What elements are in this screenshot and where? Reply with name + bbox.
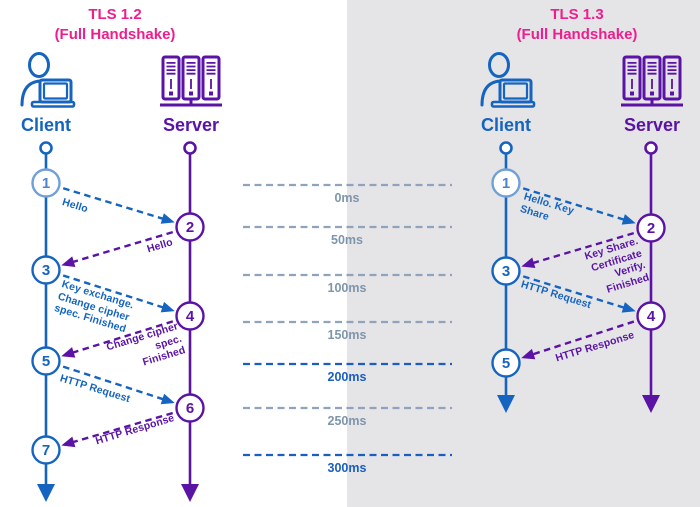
message-arrow-line bbox=[72, 411, 174, 444]
message-arrow-line bbox=[72, 231, 174, 264]
client-lifeline-arrowhead bbox=[497, 395, 515, 413]
step-node-number: 4 bbox=[647, 308, 656, 325]
message-arrowhead bbox=[61, 347, 76, 358]
message-arrowhead bbox=[521, 257, 536, 269]
step-node-number: 3 bbox=[42, 262, 50, 279]
tls12-client-label: Client bbox=[20, 115, 72, 135]
client-lifeline-start-dot bbox=[499, 141, 513, 155]
step-node-circle bbox=[636, 301, 666, 331]
step-node-circle bbox=[175, 212, 205, 242]
message-arrowhead bbox=[521, 348, 536, 360]
step-node-circle bbox=[491, 256, 521, 286]
message-arrowhead bbox=[160, 301, 175, 313]
step-node-number: 5 bbox=[502, 355, 510, 372]
client-lifeline-start-dot bbox=[39, 141, 53, 155]
tls13-server-label: Server bbox=[623, 115, 681, 135]
message-arrowhead bbox=[160, 393, 175, 405]
step-node-number: 1 bbox=[42, 175, 50, 192]
step-node-number: 1 bbox=[502, 175, 510, 192]
step-node-number: 2 bbox=[186, 219, 194, 236]
message-arrowhead bbox=[160, 213, 175, 224]
message-arrow-line bbox=[532, 231, 635, 265]
tls13-client-label: Client bbox=[480, 115, 532, 135]
step-node-circle bbox=[31, 346, 61, 376]
tls12-title: TLS 1.2 (Full Handshake) bbox=[15, 5, 215, 45]
step-node-circle bbox=[175, 393, 205, 423]
message-arrowhead bbox=[61, 256, 76, 267]
step-node-circle bbox=[636, 213, 666, 243]
client-icon bbox=[20, 52, 76, 108]
server-lifeline-arrowhead bbox=[642, 395, 660, 413]
server-icon bbox=[621, 55, 683, 107]
step-node-circle bbox=[31, 168, 61, 198]
step-node-number: 2 bbox=[647, 220, 655, 237]
server-lifeline-arrowhead bbox=[181, 484, 199, 502]
tls12-title-line1: TLS 1.2 bbox=[88, 6, 142, 23]
step-node-number: 5 bbox=[42, 353, 50, 370]
step-node-circle bbox=[31, 435, 61, 465]
server-lifeline-start-dot bbox=[183, 141, 197, 155]
tls12-server-label: Server bbox=[162, 115, 220, 135]
server-icon bbox=[160, 55, 222, 107]
message-arrowhead bbox=[621, 302, 636, 313]
step-node-number: 6 bbox=[186, 400, 194, 417]
step-node-circle bbox=[491, 348, 521, 378]
client-icon bbox=[480, 52, 536, 108]
message-arrowhead bbox=[621, 214, 636, 225]
message-arrowhead bbox=[61, 436, 76, 448]
client-lifeline-arrowhead bbox=[37, 484, 55, 502]
step-node-number: 4 bbox=[186, 308, 195, 325]
message-arrow-line bbox=[62, 274, 164, 309]
message-arrow-line bbox=[522, 187, 625, 221]
tls13-title: TLS 1.3 (Full Handshake) bbox=[477, 5, 677, 45]
tls13-title-line2: (Full Handshake) bbox=[516, 26, 638, 43]
message-arrow-line bbox=[522, 275, 625, 309]
message-arrow-line bbox=[72, 320, 174, 354]
tls12-title-line2: (Full Handshake) bbox=[54, 26, 176, 43]
message-arrow-line bbox=[62, 365, 164, 401]
step-node-number: 3 bbox=[502, 263, 510, 280]
server-lifeline-start-dot bbox=[644, 141, 658, 155]
message-arrow-line bbox=[62, 187, 164, 220]
step-node-circle bbox=[491, 168, 521, 198]
tls13-title-line1: TLS 1.3 bbox=[550, 6, 604, 23]
message-arrow-line bbox=[532, 320, 635, 356]
step-node-circle bbox=[31, 255, 61, 285]
step-node-number: 7 bbox=[42, 442, 50, 459]
step-node-circle bbox=[175, 301, 205, 331]
